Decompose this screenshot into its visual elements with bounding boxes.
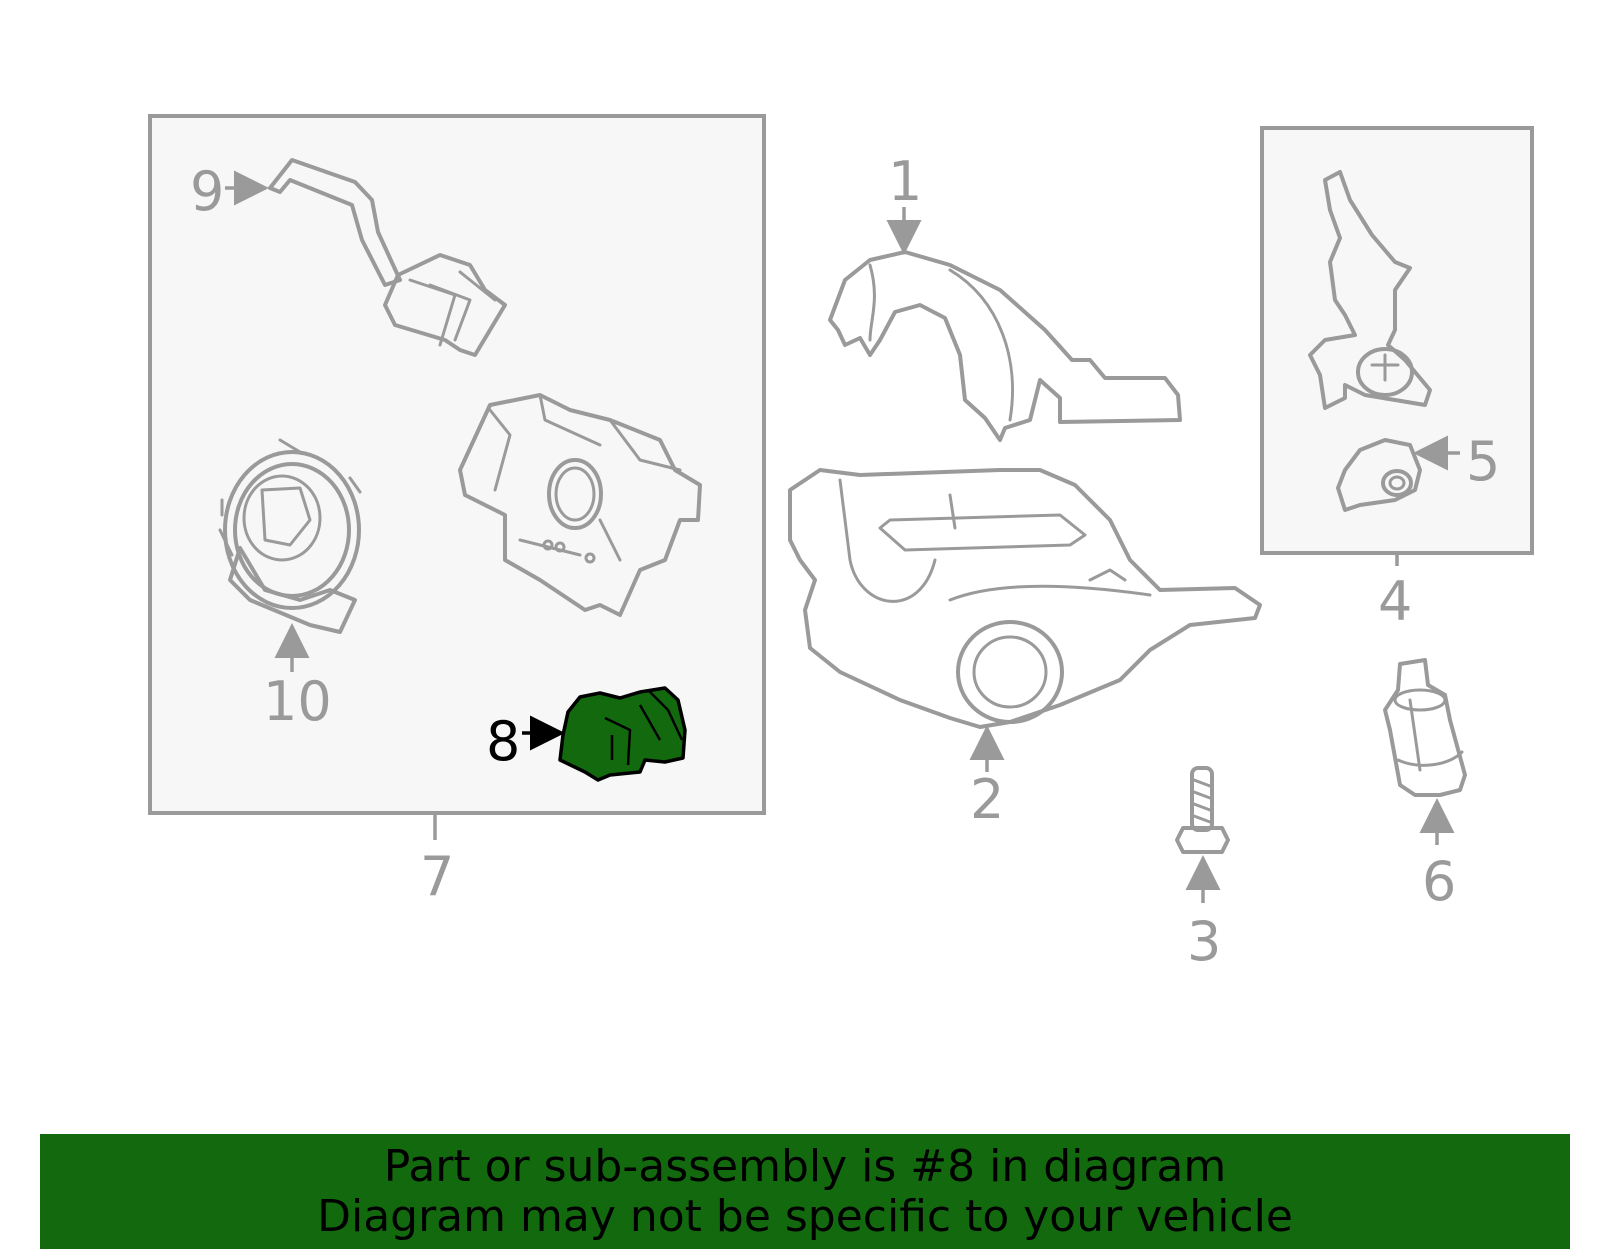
banner-line-2: Diagram may not be specific to your vehi… — [317, 1191, 1293, 1242]
callout-8: 8 — [486, 710, 520, 773]
banner-line-1: Part or sub-assembly is #8 in diagram — [383, 1141, 1227, 1192]
part-5-lock-cylinder[interactable] — [1336, 435, 1460, 512]
part-3-bolt[interactable] — [1175, 766, 1230, 903]
callout-7: 7 — [420, 845, 454, 908]
part-6-cylinder[interactable] — [1383, 658, 1467, 845]
switch-housing — [458, 393, 702, 617]
part-1-upper-shroud[interactable] — [828, 207, 1182, 442]
part-9-turn-signal-lever[interactable] — [225, 158, 507, 357]
callout-4: 4 — [1378, 570, 1412, 633]
callout-5: 5 — [1466, 430, 1500, 493]
callout-9: 9 — [190, 160, 224, 223]
callout-1: 1 — [888, 150, 922, 213]
part-8-highlighted-switch[interactable] — [522, 686, 687, 782]
callout-2: 2 — [970, 768, 1004, 831]
info-banner: Part or sub-assembly is #8 in diagram Di… — [40, 1134, 1570, 1249]
callout-10: 10 — [263, 670, 332, 733]
assembly-4-frame — [1260, 126, 1534, 555]
part-2-lower-shroud[interactable] — [788, 468, 1262, 772]
part-10-clockspring[interactable] — [218, 438, 362, 672]
callout-6: 6 — [1422, 850, 1456, 913]
callout-3: 3 — [1187, 910, 1221, 973]
part-4-lock-housing[interactable] — [1308, 170, 1432, 410]
